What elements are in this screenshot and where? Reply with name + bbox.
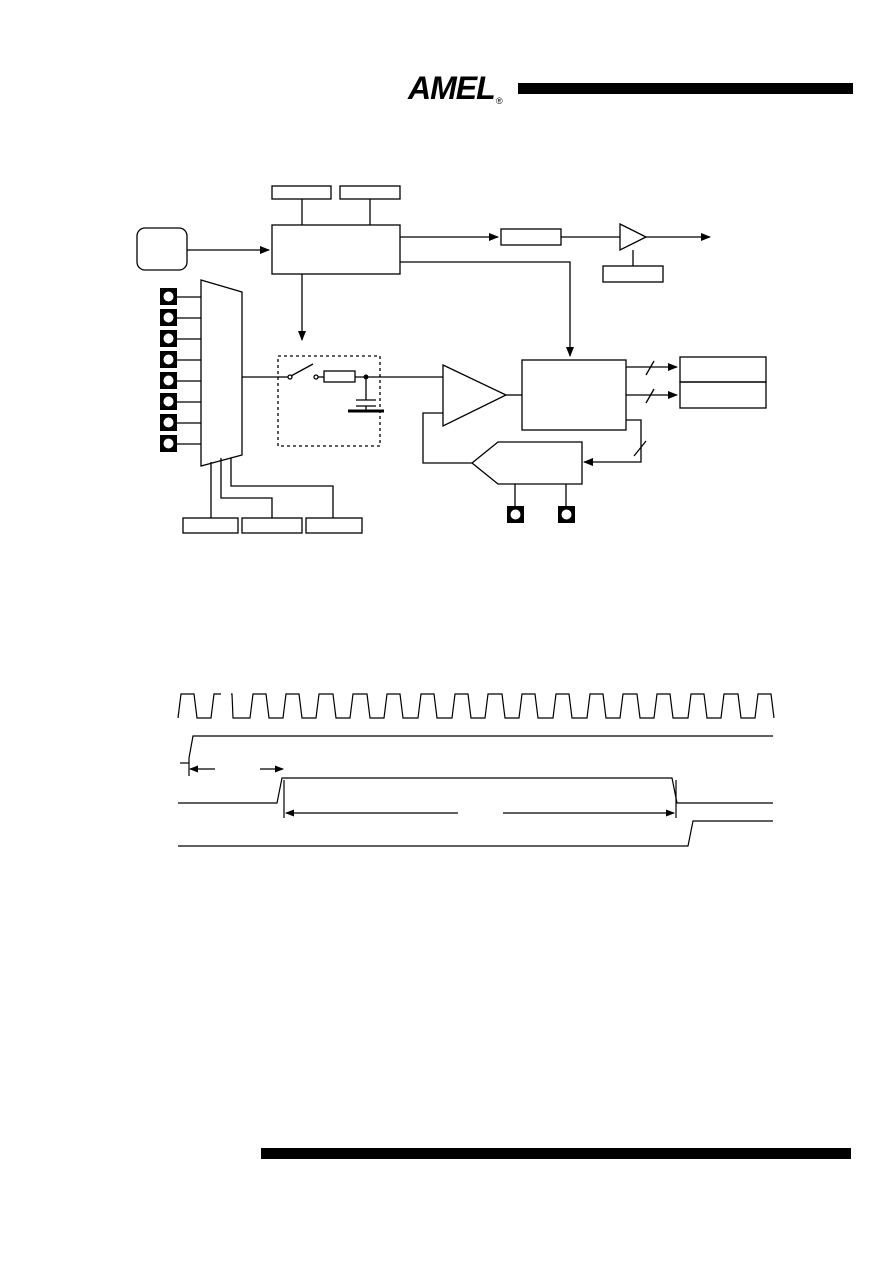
adc-clock-waveform xyxy=(177,693,775,719)
comparator xyxy=(442,363,508,428)
control-logic-box xyxy=(271,224,401,275)
data-register-low xyxy=(679,381,767,409)
dac-block xyxy=(470,441,583,485)
conversion-complete-waveform xyxy=(178,820,773,847)
sample-hold-box xyxy=(277,355,381,447)
buffer-control-box xyxy=(602,265,664,283)
mux-select-box-2 xyxy=(241,517,303,534)
mux-select-box-3 xyxy=(305,517,363,534)
mux-select-box-1 xyxy=(182,517,239,534)
atmel-logo: AMEL ® xyxy=(408,68,508,112)
sample-hold-waveform xyxy=(178,777,773,804)
output-buffer xyxy=(619,222,648,252)
footer-rule xyxy=(261,1148,851,1159)
registered-mark: ® xyxy=(496,96,503,106)
start-conversion-waveform xyxy=(188,735,773,759)
input-multiplexer xyxy=(200,279,243,467)
header-rule xyxy=(518,83,853,94)
logo-wordmark: AMEL xyxy=(408,70,496,106)
analog-input-pins xyxy=(160,288,177,452)
clock-source-box xyxy=(136,227,188,271)
